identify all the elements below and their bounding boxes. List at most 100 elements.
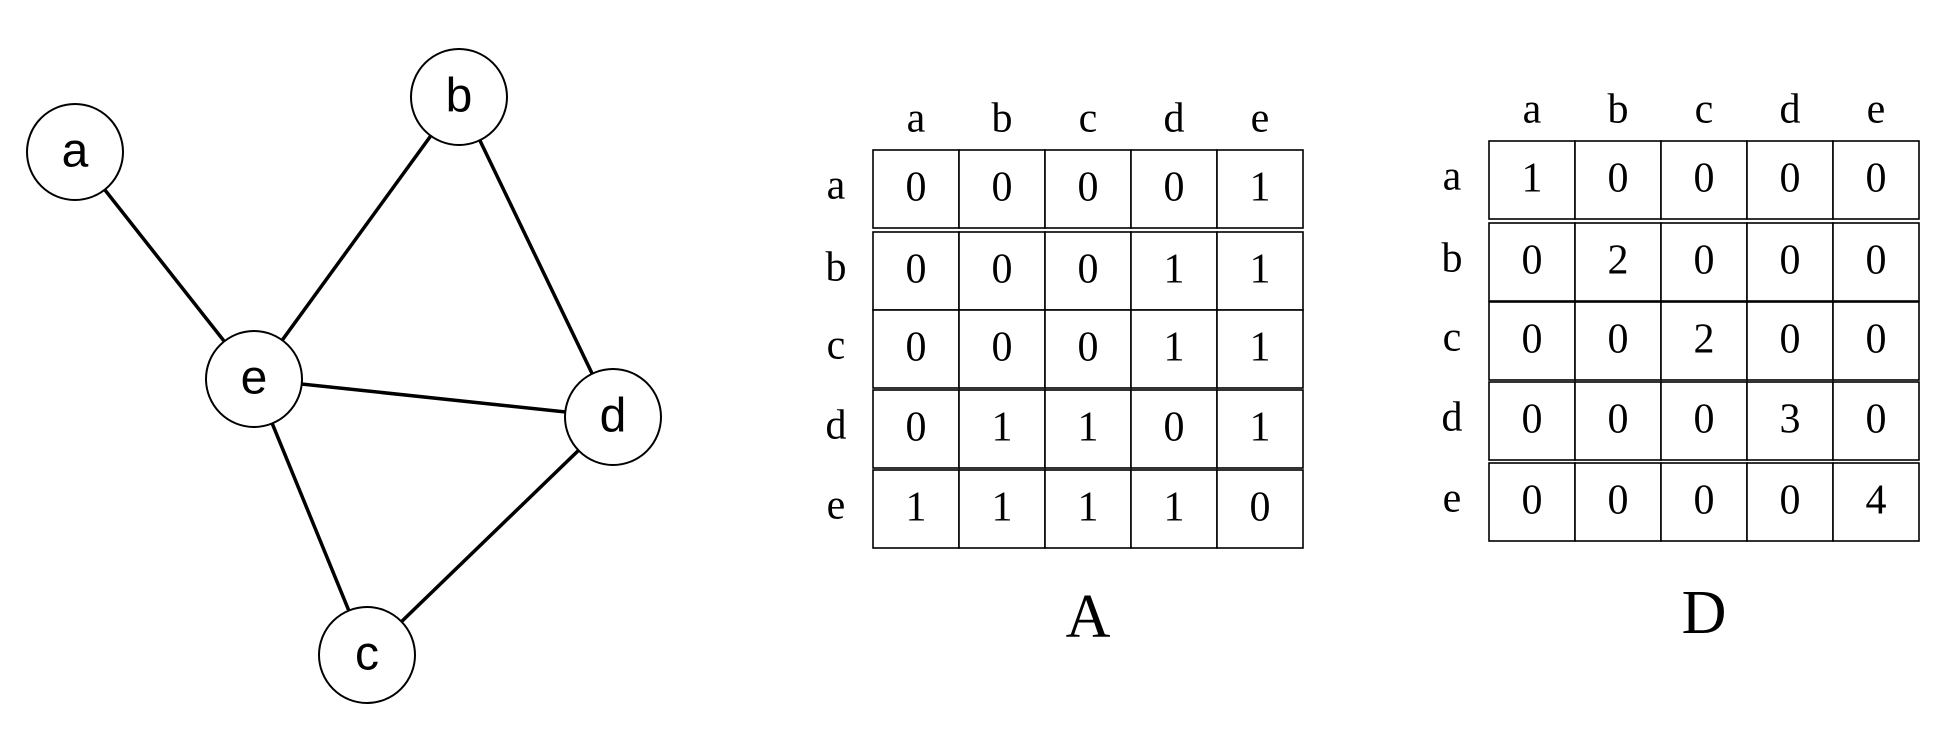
matrix-D-cell xyxy=(1660,462,1748,542)
node-e: e xyxy=(205,330,303,428)
matrix-D-cell-value: 0 xyxy=(1694,397,1715,443)
matrix-A-cell xyxy=(872,389,960,469)
matrix-A-cell xyxy=(1216,389,1304,469)
matrix-A-cell-value: 0 xyxy=(906,247,927,293)
node-b-label: b xyxy=(446,70,473,123)
matrix-D-cell-value: 0 xyxy=(1866,317,1887,363)
matrix-A-cell xyxy=(872,149,960,229)
matrix-D-row: b 0 2 0 0 0 xyxy=(1442,222,1920,302)
matrix-D-cell xyxy=(1832,381,1920,461)
matrix-A-cell xyxy=(872,309,960,389)
matrix-A-cell-value: 0 xyxy=(992,247,1013,293)
matrix-A-cell-value: 1 xyxy=(906,485,927,531)
matrix-A-cell-value: 1 xyxy=(1250,247,1271,293)
matrix-D-cell-value: 0 xyxy=(1522,397,1543,443)
matrix-D-cell xyxy=(1574,462,1662,542)
matrix-A-cell-value: 1 xyxy=(1078,405,1099,451)
matrix-A-cell xyxy=(958,231,1046,311)
matrix-caption: D xyxy=(1682,579,1727,647)
node-a-label: a xyxy=(62,125,89,178)
matrix-A-cell-value: 0 xyxy=(1078,325,1099,371)
node-d: d xyxy=(564,368,662,466)
matrix-A-cell xyxy=(1044,231,1132,311)
matrix-A-cell-value: 0 xyxy=(906,405,927,451)
node-b-circle xyxy=(410,48,508,146)
node-d-label: d xyxy=(600,390,627,443)
matrix-A-col-label: c xyxy=(1079,96,1098,142)
matrix-D-row-label: c xyxy=(1443,315,1462,361)
matrix-D-cell xyxy=(1574,301,1662,381)
matrix-D-cell xyxy=(1832,140,1920,220)
matrix-D-cell-value: 0 xyxy=(1780,238,1801,284)
matrix-D-cell-value: 1 xyxy=(1522,156,1543,202)
matrix-D-col-label: d xyxy=(1780,87,1801,133)
node-b: b xyxy=(410,48,508,146)
graph-edges xyxy=(73,95,615,657)
matrix-A-cell xyxy=(872,469,960,549)
matrix-A-cell xyxy=(1044,149,1132,229)
matrix-A-col-label: b xyxy=(992,96,1013,142)
matrix-D-cell-value: 4 xyxy=(1866,478,1887,524)
matrix-D-cell-value: 0 xyxy=(1522,478,1543,524)
matrix-A-cell-value: 0 xyxy=(1250,485,1271,531)
matrix-D-cell-value: 0 xyxy=(1608,156,1629,202)
matrix-D-cell-value: 0 xyxy=(1694,238,1715,284)
edge-c-d xyxy=(365,415,615,657)
matrix-A-cell xyxy=(1216,309,1304,389)
matrix-A-cell-value: 1 xyxy=(1250,405,1271,451)
matrix-A-cell-value: 0 xyxy=(1078,165,1099,211)
matrix-D-cell-value: 0 xyxy=(1866,397,1887,443)
node-e-label: e xyxy=(241,352,268,405)
matrix-D-cell xyxy=(1746,301,1834,381)
matrix-D-cell xyxy=(1574,140,1662,220)
matrix-D-cell-value: 2 xyxy=(1608,238,1629,284)
matrix-A-col-label: a xyxy=(907,96,926,142)
edge-b-e xyxy=(252,95,461,381)
matrix-A-col-label: d xyxy=(1164,96,1185,142)
matrix-D-cell xyxy=(1746,140,1834,220)
matrix-D-cell xyxy=(1660,301,1748,381)
matrix-D-cell-value: 0 xyxy=(1608,478,1629,524)
matrix-D-row-label: d xyxy=(1442,395,1463,441)
matrix-A-cell-value: 0 xyxy=(1164,165,1185,211)
matrix-A-cell xyxy=(1216,149,1304,229)
matrix-A-cell-value: 1 xyxy=(1250,325,1271,371)
matrix-D-cell xyxy=(1660,140,1748,220)
graph-nodes: a b c d e xyxy=(26,48,662,704)
matrix-A-cell-value: 1 xyxy=(1250,165,1271,211)
matrix-A-row-label: e xyxy=(827,483,846,529)
matrix-D-cell-value: 0 xyxy=(1694,478,1715,524)
matrix-D-col-label: c xyxy=(1695,87,1714,133)
node-c-label: c xyxy=(355,628,379,681)
matrix-A-cell-value: 1 xyxy=(992,485,1013,531)
node-d-circle xyxy=(564,368,662,466)
matrix-D-cell xyxy=(1488,222,1576,302)
matrix-D-cell-value: 0 xyxy=(1608,317,1629,363)
matrix-A-cell-value: 1 xyxy=(1164,247,1185,293)
matrix-A-cell-value: 1 xyxy=(1164,485,1185,531)
matrix-D-col-label: a xyxy=(1523,87,1542,133)
node-a-circle xyxy=(26,103,124,201)
matrix-D-cell-value: 0 xyxy=(1608,397,1629,443)
matrix-D-cell xyxy=(1574,222,1662,302)
matrix-A-cell-value: 0 xyxy=(992,165,1013,211)
node-e-circle xyxy=(205,330,303,428)
matrix-A-col-label: e xyxy=(1251,96,1270,142)
matrix-A-cell xyxy=(1216,469,1304,549)
matrix-D-cell-value: 0 xyxy=(1866,238,1887,284)
matrix-A-cell-value: 0 xyxy=(1078,247,1099,293)
matrix-D-cell xyxy=(1488,462,1576,542)
matrix-D-row-label: a xyxy=(1443,154,1462,200)
matrix-A-cell-value: 1 xyxy=(992,405,1013,451)
edge-e-c xyxy=(252,378,369,656)
matrix-D-cell xyxy=(1832,301,1920,381)
matrix-D-cell-value: 0 xyxy=(1522,238,1543,284)
matrix-D-row-label: b xyxy=(1442,236,1463,282)
